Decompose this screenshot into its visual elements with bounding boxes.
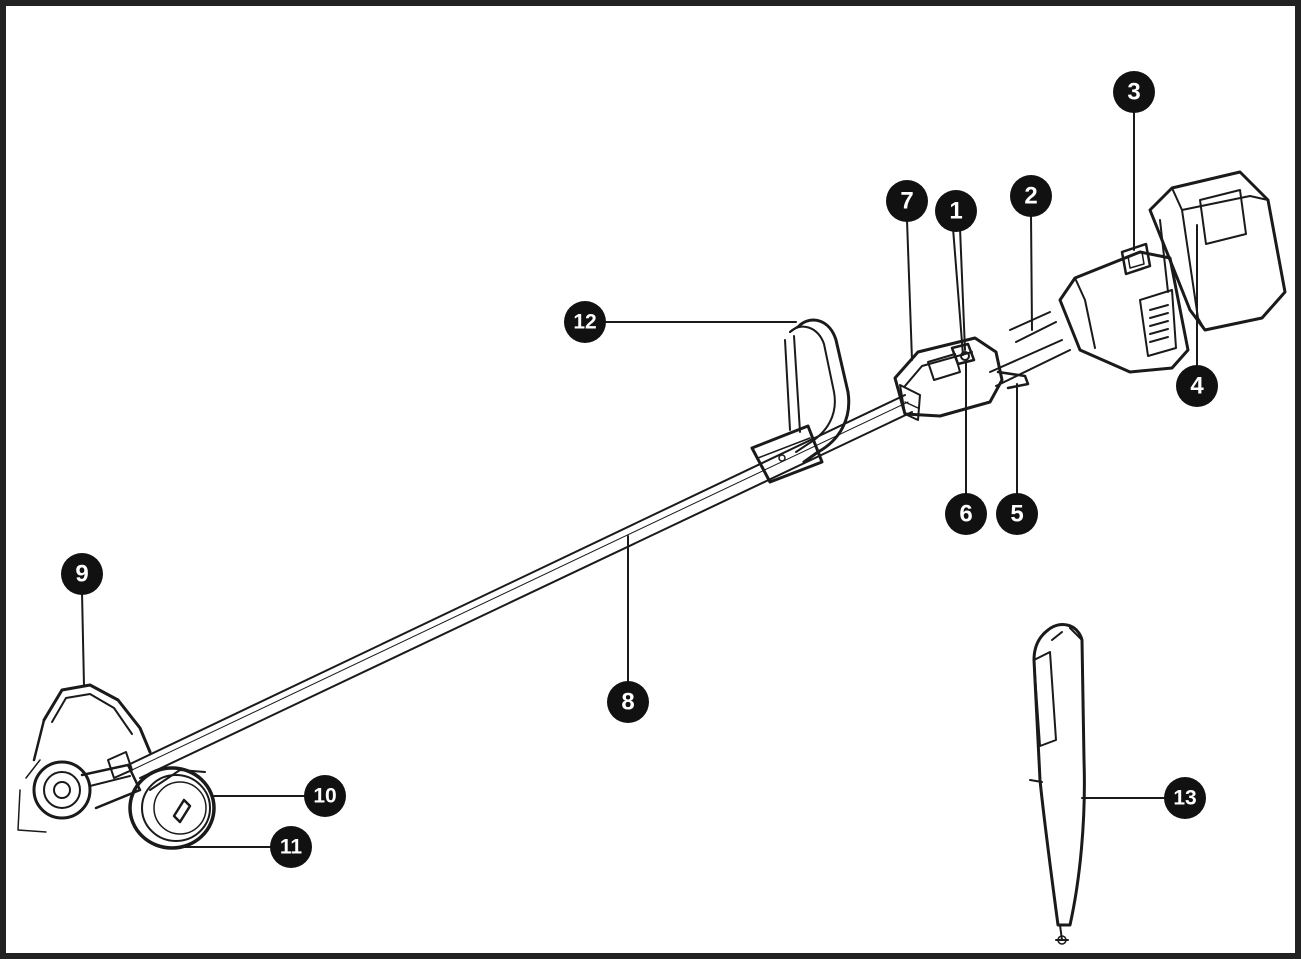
callout-5-label: 5: [1010, 501, 1023, 528]
callout-4-label: 4: [1190, 373, 1204, 400]
callout-13: 13: [1164, 777, 1206, 819]
callout-2-label: 2: [1024, 183, 1037, 210]
callout-10: 10: [304, 775, 346, 817]
callout-3-label: 3: [1127, 79, 1140, 106]
string-trimmer-edger-illustration: 1 2 3 4 5 6 7: [17, 71, 1287, 945]
motor-housing: [1058, 170, 1287, 374]
callout-6-label: 6: [959, 501, 972, 528]
callout-10-label: 10: [313, 785, 336, 808]
edger-head: [17, 683, 216, 850]
shoulder-strap: [1029, 623, 1086, 945]
callout-12-label: 12: [573, 311, 596, 334]
callout-1: 1: [935, 190, 977, 232]
callout-9-label: 9: [75, 561, 88, 588]
callout-2: 2: [1010, 175, 1052, 217]
callout-7: 7: [886, 180, 928, 222]
callout-8: 8: [607, 681, 649, 723]
leader-lines: [81, 109, 1198, 848]
upper-shaft: [989, 311, 1071, 387]
front-handle: [750, 318, 851, 484]
callouts: 1 2 3 4 5 6 7: [61, 71, 1218, 868]
callout-9: 9: [61, 553, 103, 595]
shaft: [127, 394, 913, 779]
callout-12: 12: [564, 301, 606, 343]
callout-7-label: 7: [900, 188, 913, 215]
callout-6: 6: [945, 493, 987, 535]
callout-11: 11: [270, 826, 312, 868]
callout-13-label: 13: [1173, 787, 1196, 810]
callout-1-label: 1: [949, 198, 962, 225]
callout-8-label: 8: [621, 689, 634, 716]
callout-11-label: 11: [280, 836, 303, 859]
switch-housing: [893, 336, 1030, 421]
callout-4: 4: [1176, 365, 1218, 407]
callout-3: 3: [1113, 71, 1155, 113]
callout-5: 5: [996, 493, 1038, 535]
